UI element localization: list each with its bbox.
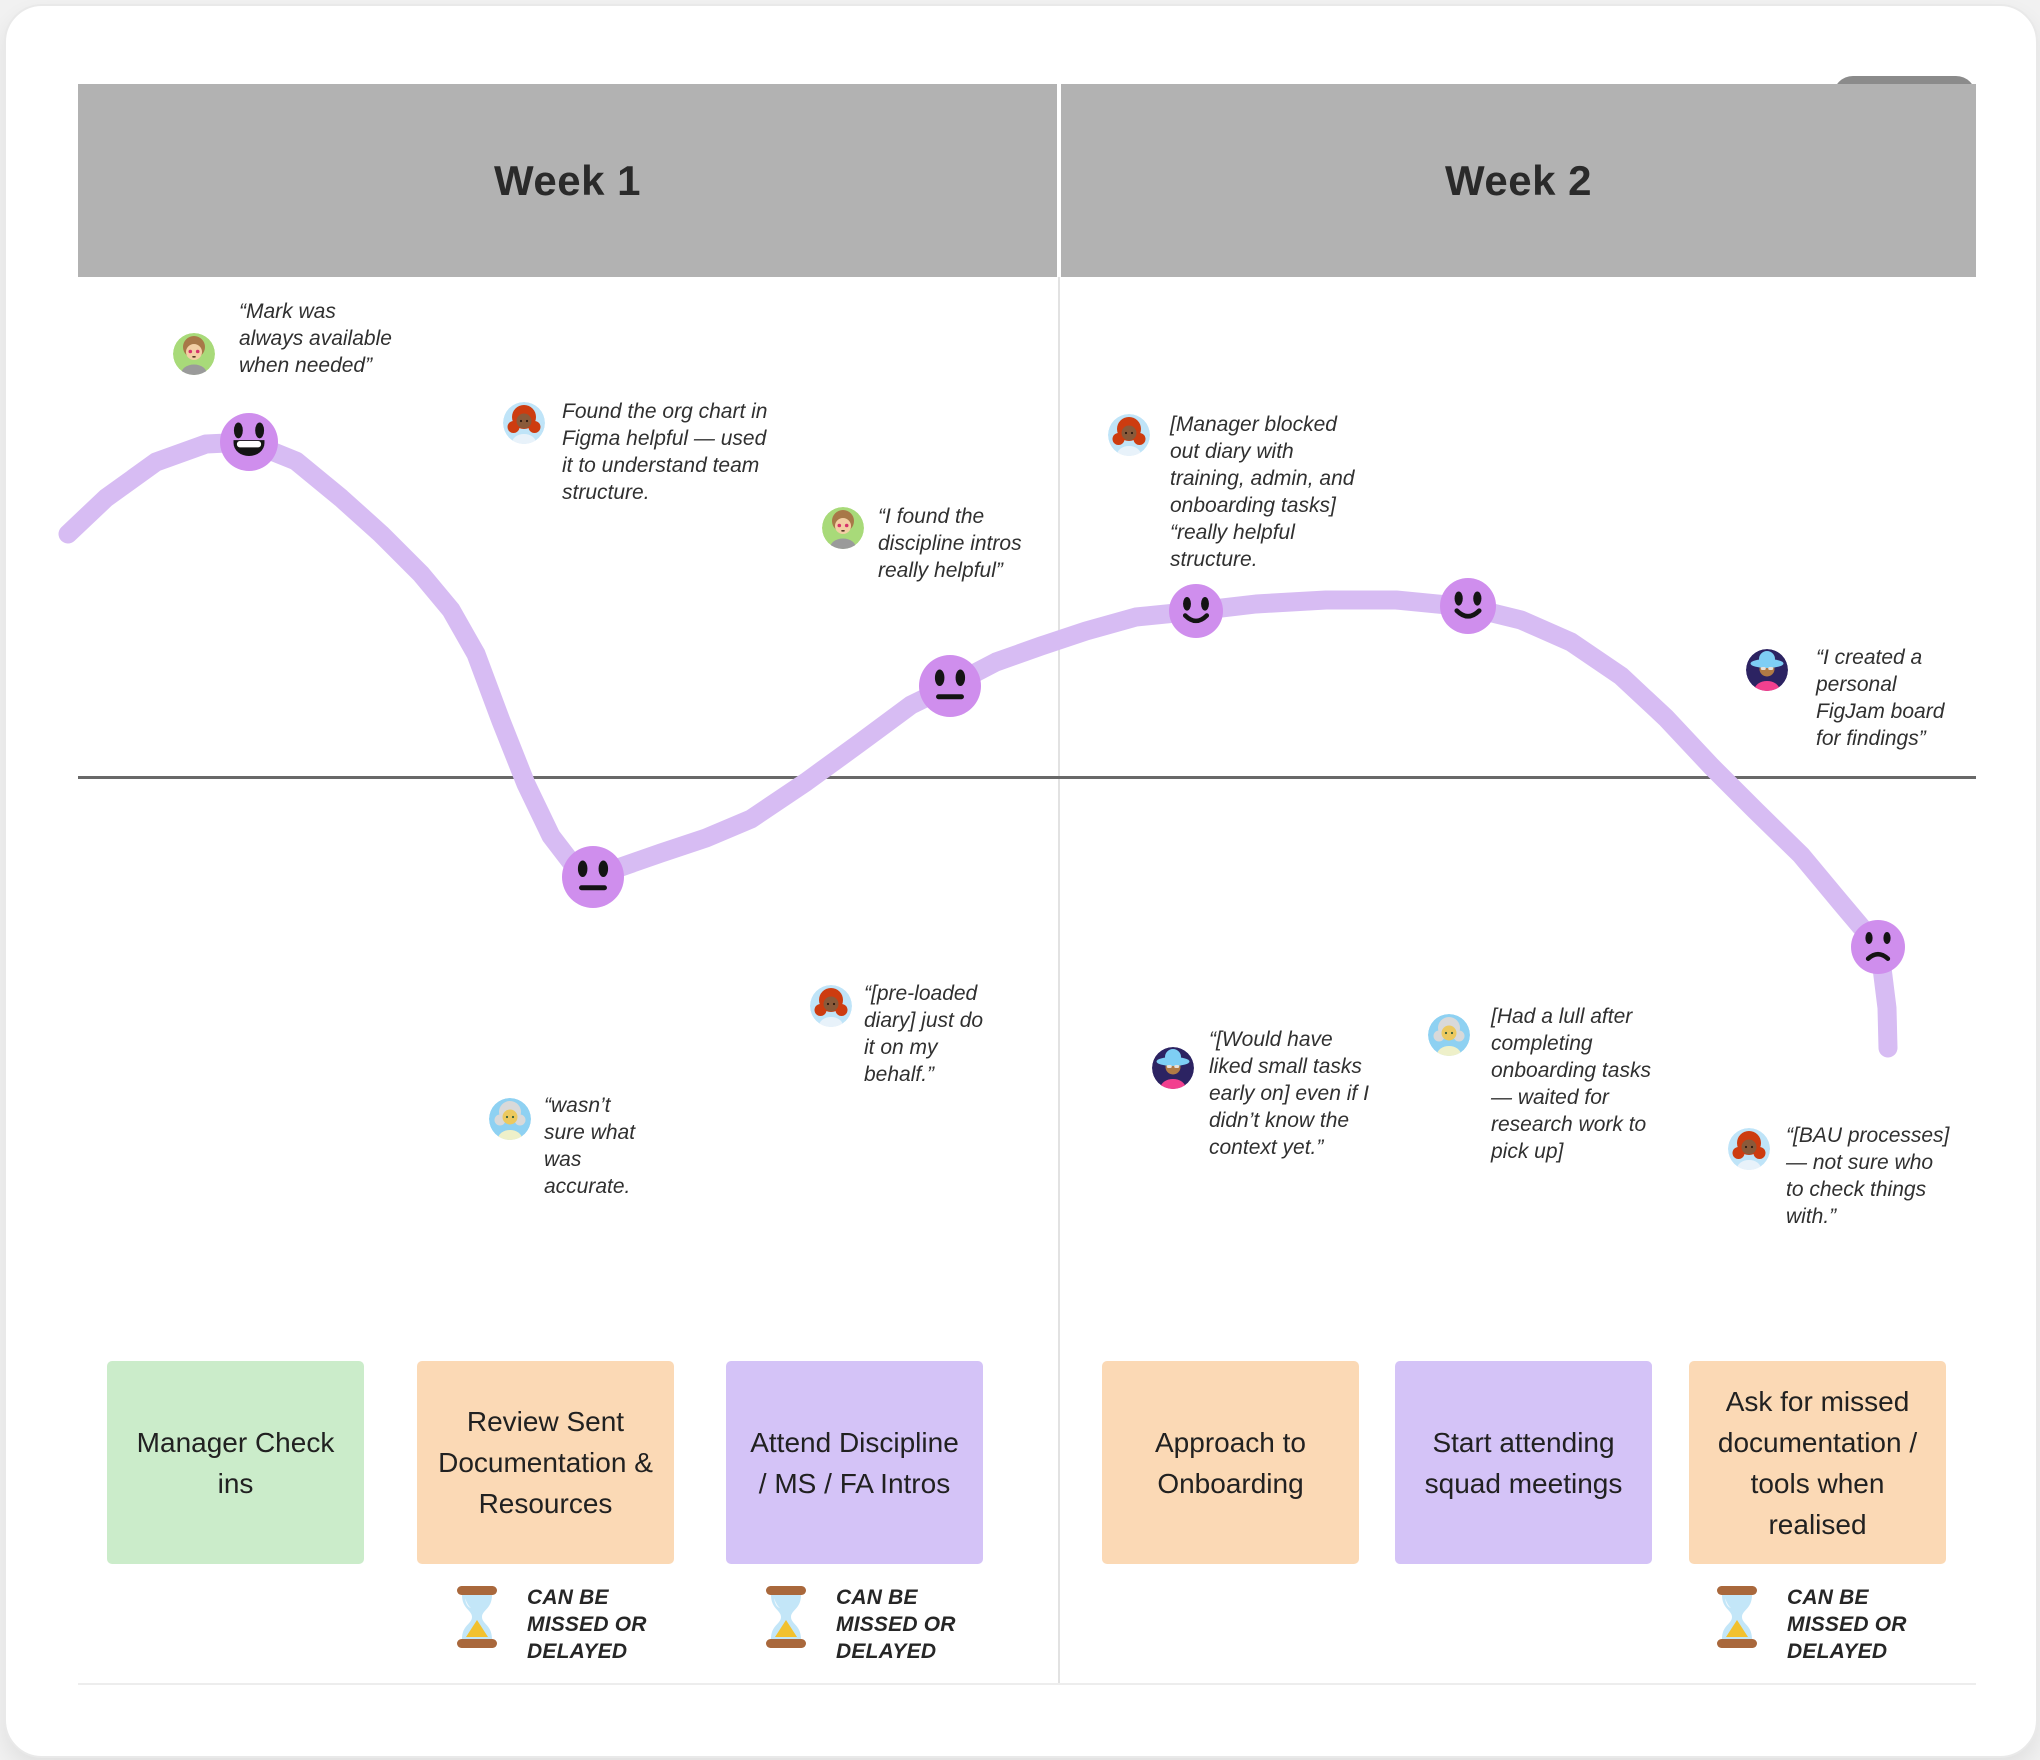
face-laughing[interactable]	[220, 413, 278, 471]
avatar-older-woman	[1428, 1014, 1470, 1056]
avatar-colleague-heart-eyes	[173, 333, 215, 375]
face-smile[interactable]	[1440, 578, 1496, 634]
avatar-red-haired-woman	[1108, 414, 1150, 456]
quote-text: “[Would have liked small tasks early on]…	[1209, 1028, 1369, 1159]
week2-header-section[interactable]: Week 2	[1061, 84, 1976, 277]
card-label: Manager Check ins	[136, 1426, 335, 1499]
hourglass-icon	[764, 1586, 808, 1648]
avatar-red-haired-woman	[810, 985, 852, 1027]
face-neutral[interactable]	[562, 846, 624, 908]
avatar-red-haired-woman	[1728, 1128, 1770, 1170]
quote-text: “I created a personal FigJam board for f…	[1816, 646, 1945, 750]
avatar-colleague-heart-eyes	[822, 507, 864, 549]
quote-text: “Mark was always available when needed”	[239, 300, 392, 377]
delay-note-text: CAN BE MISSED OR DELAYED	[1787, 1586, 1907, 1663]
card-label: Attend Discipline / MS / FA Intros	[750, 1426, 959, 1499]
hourglass-icon	[455, 1586, 499, 1648]
week1-label: Week 1	[494, 156, 641, 204]
delay-note-ask-for-missed[interactable]: CAN BE MISSED OR DELAYED	[1715, 1582, 1925, 1674]
quote-text: [Manager blocked out diary with training…	[1170, 413, 1355, 571]
face-smile[interactable]	[1169, 584, 1223, 638]
avatar-red-haired-woman	[503, 402, 545, 444]
card-manager-check-ins[interactable]: Manager Check ins	[107, 1361, 364, 1564]
quote-text: “[BAU processes] — not sure who to check…	[1786, 1124, 1950, 1228]
week-divider-line	[1058, 277, 1060, 1684]
avatar-older-woman	[489, 1098, 531, 1140]
card-attend-discipline-intros[interactable]: Attend Discipline / MS / FA Intros	[726, 1361, 983, 1564]
avatar-sunhat-woman	[1152, 1047, 1194, 1089]
card-ask-for-missed-documentation[interactable]: Ask for missed documentation / tools whe…	[1689, 1361, 1946, 1564]
card-approach-to-onboarding[interactable]: Approach to Onboarding	[1102, 1361, 1359, 1564]
card-label: Review Sent Documentation & Resources	[438, 1406, 653, 1519]
quote-text: “[pre-loaded diary] just do it on my beh…	[864, 982, 984, 1086]
card-label: Approach to Onboarding	[1155, 1426, 1306, 1499]
delay-note-text: CAN BE MISSED OR DELAYED	[836, 1586, 956, 1663]
delay-note-review-documentation[interactable]: CAN BE MISSED OR DELAYED	[455, 1582, 665, 1674]
face-sad[interactable]	[1851, 920, 1905, 974]
card-start-attending-squad-meetings[interactable]: Start attending squad meetings	[1395, 1361, 1652, 1564]
lane-bottom-line	[78, 1683, 1976, 1685]
week2-label: Week 2	[1445, 156, 1592, 204]
emotion-baseline	[78, 776, 1976, 779]
quote-text: “I found the discipline intros really he…	[878, 505, 1022, 582]
face-neutral[interactable]	[919, 655, 981, 717]
hourglass-icon	[1715, 1586, 1759, 1648]
card-label: Start attending squad meetings	[1424, 1426, 1623, 1499]
delay-note-attend-discipline[interactable]: CAN BE MISSED OR DELAYED	[764, 1582, 974, 1674]
quote-text: “wasn’t sure what was accurate.	[544, 1094, 636, 1198]
avatar-sunhat-woman	[1746, 649, 1788, 691]
week1-header-section[interactable]: Week 1	[78, 84, 1057, 277]
card-label: Ask for missed documentation / tools whe…	[1717, 1385, 1918, 1540]
whiteboard-canvas[interactable]: Week 1 Week 2 “Mark was always available…	[4, 4, 2038, 1758]
quote-text: Found the org chart in Figma helpful — u…	[562, 400, 768, 504]
quote-text: [Had a lull after completing onboarding …	[1491, 1005, 1651, 1163]
delay-note-text: CAN BE MISSED OR DELAYED	[527, 1586, 647, 1663]
card-review-sent-documentation[interactable]: Review Sent Documentation & Resources	[417, 1361, 674, 1564]
